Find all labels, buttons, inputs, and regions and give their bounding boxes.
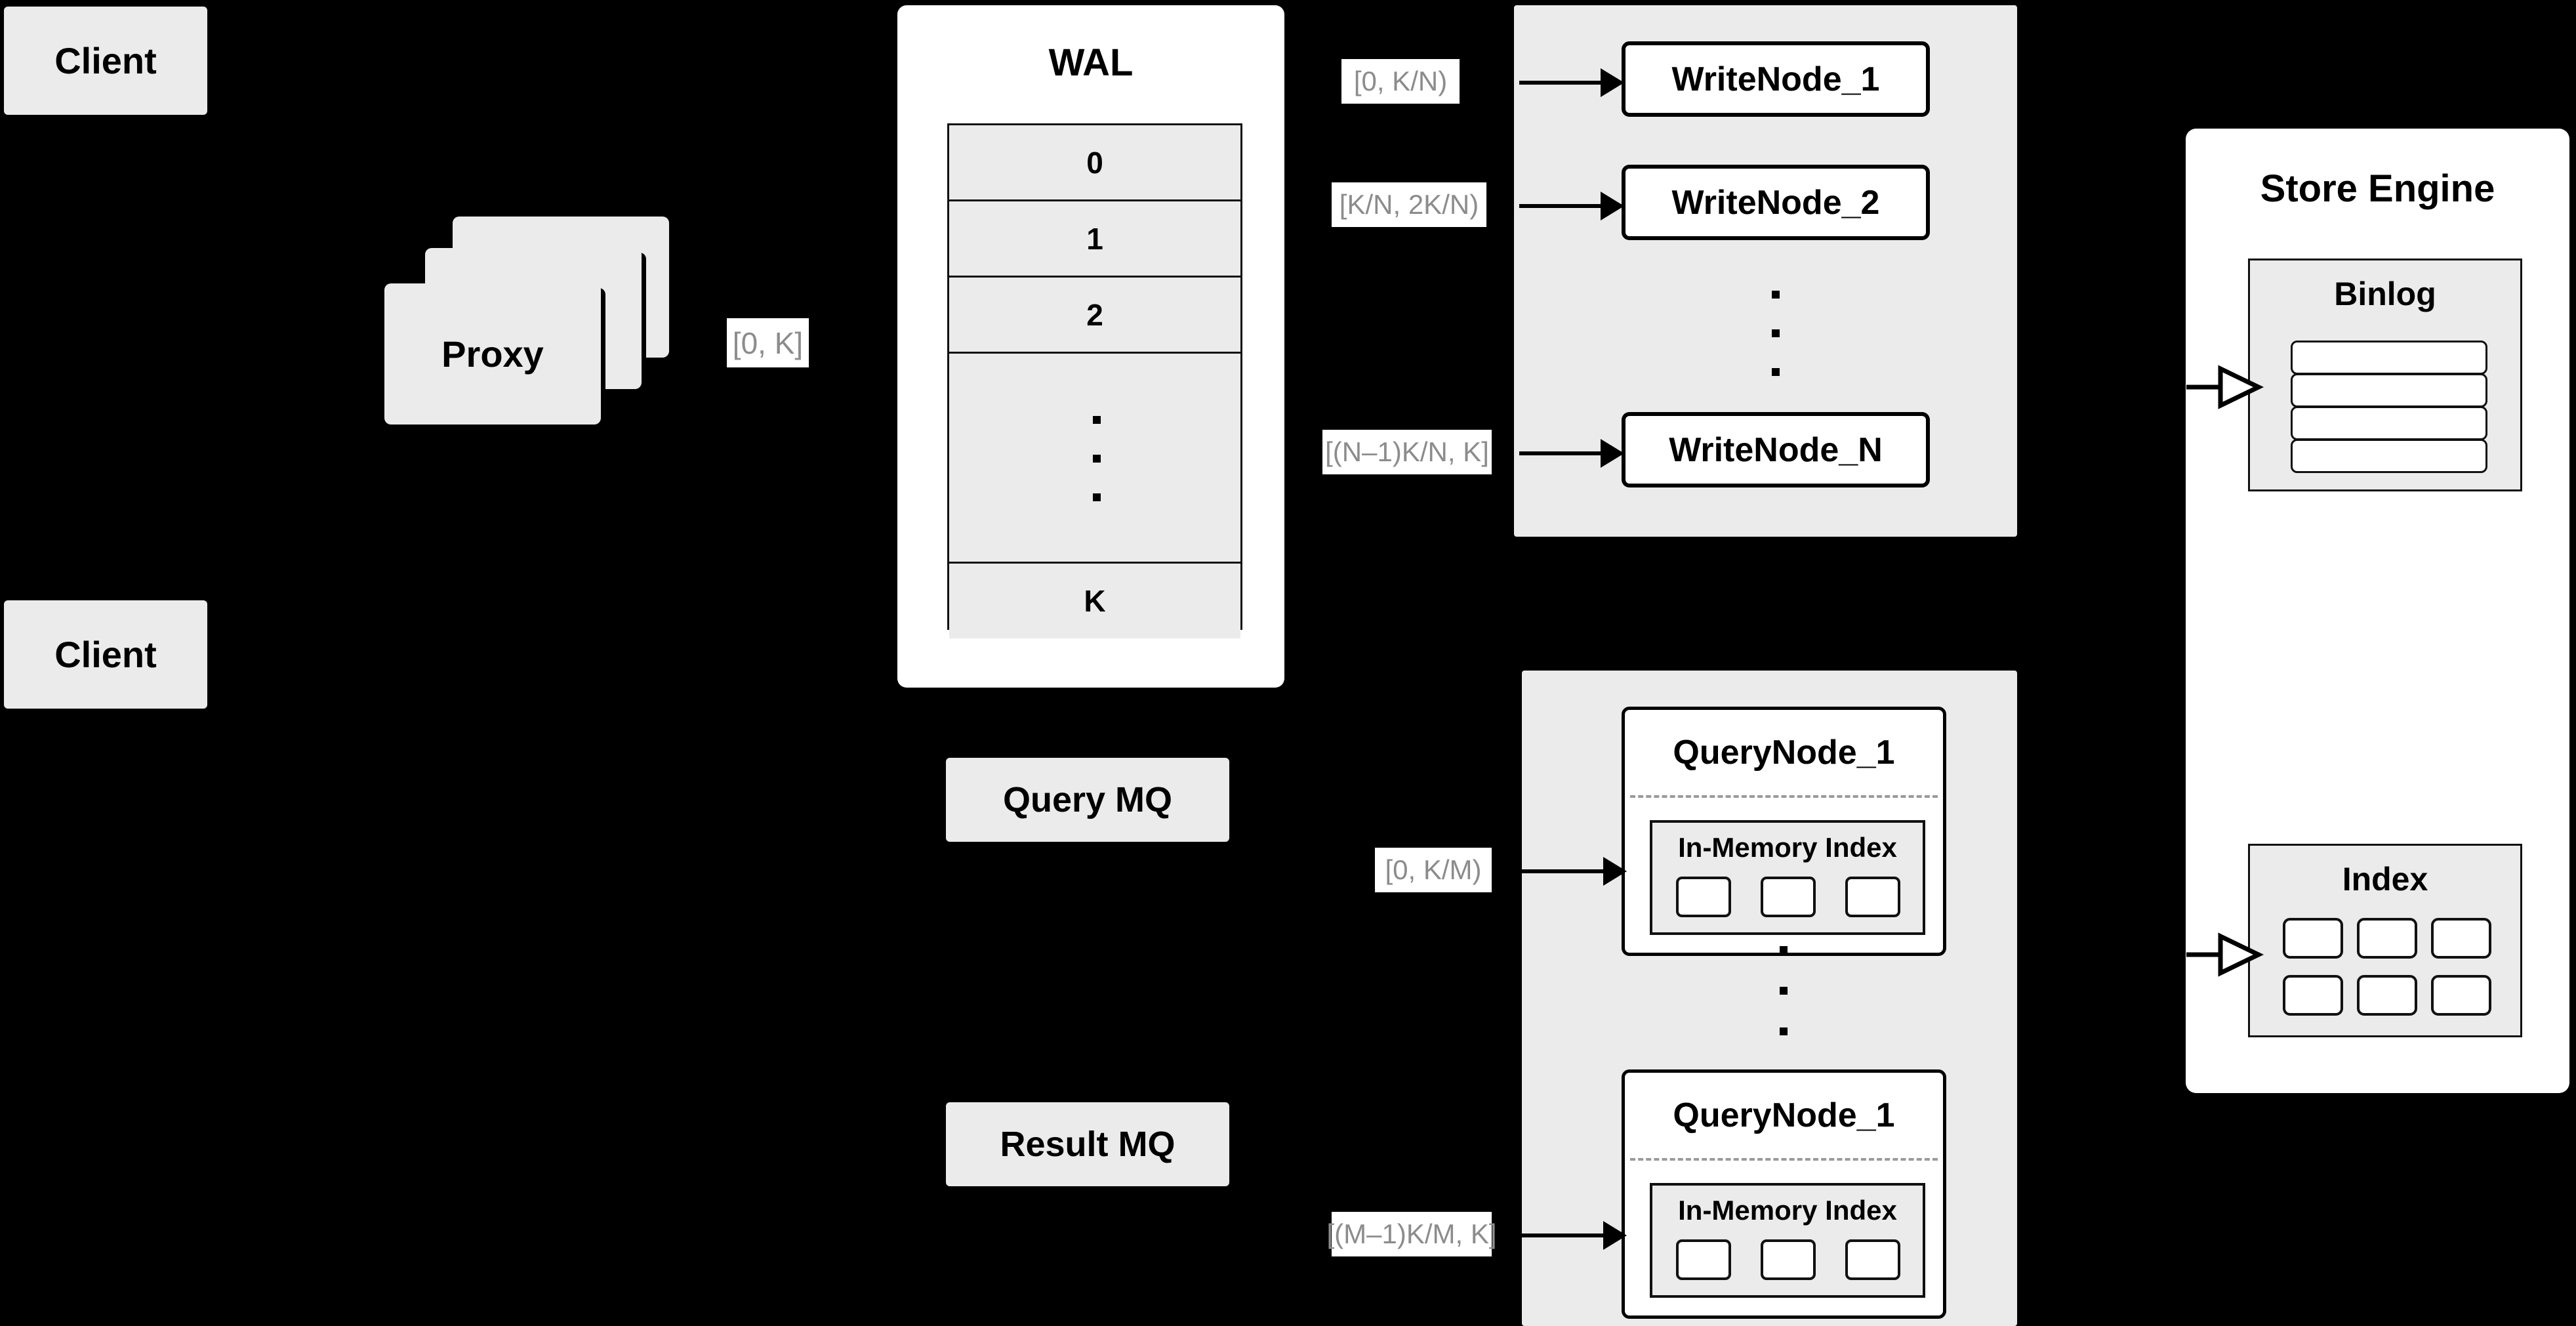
write-cluster-vertical-dots-icon [1772,291,1780,376]
binlog-row[interactable] [2291,406,2487,440]
binlog-panel: Binlog [2248,259,2522,491]
arrow-line-wal-to-wn1 [1519,81,1608,85]
query-cluster-vertical-dots-icon [1780,946,1788,1035]
edge-label-proxy-to-wal: [0, K] [727,318,809,367]
binlog-row[interactable] [2291,341,2487,375]
wal-cell-0-label: 0 [1086,145,1103,180]
query-node-2-separator [1630,1158,1938,1161]
query-node-2[interactable]: QueryNode_1 In-Memory Index [1622,1069,1946,1319]
write-node-2-label: WriteNode_2 [1671,183,1880,222]
wal-cell-k-label: K [1084,584,1106,618]
query-node-1-inmemory-index: In-Memory Index [1650,820,1925,935]
index-chip[interactable] [2283,975,2343,1016]
write-node-n[interactable]: WriteNode_N [1622,412,1930,487]
arrow-line-wal-to-wn2 [1519,204,1608,208]
binlog-title: Binlog [2334,276,2436,312]
client-box-2[interactable]: Client [4,600,207,709]
binlog-row[interactable] [2291,373,2487,407]
wal-cell-1-label: 1 [1086,221,1103,256]
index-chip[interactable] [2431,975,2491,1016]
wal-cell-2-label: 2 [1086,297,1103,332]
client-label-2: Client [54,634,157,675]
wal-cell-1[interactable]: 1 [949,201,1240,278]
wal-cell-stack: 0 1 2 K [947,123,1242,638]
result-mq-label: Result MQ [1000,1125,1176,1164]
index-chip[interactable] [2357,918,2417,959]
arrow-head-hollow-to-index [2186,928,2265,981]
edge-label-mq-to-qnm: [(M–1)K/M, K] [1326,1212,1497,1256]
index-chip[interactable] [1761,877,1816,917]
client-label-1: Client [54,40,157,81]
wal-container: WAL 0 1 2 K [897,5,1284,688]
store-engine-title: Store Engine [2260,167,2495,210]
query-node-1-separator [1630,795,1938,798]
proxy-label: Proxy [441,333,544,375]
binlog-row[interactable] [2291,439,2487,473]
wal-vertical-dots-icon [1093,416,1101,501]
proxy-box[interactable]: Proxy [384,283,601,425]
query-node-1[interactable]: QueryNode_1 In-Memory Index [1622,707,1946,956]
index-chip[interactable] [2431,918,2491,959]
wal-cell-k[interactable]: K [949,564,1240,638]
write-node-1-label: WriteNode_1 [1671,60,1880,98]
index-chip[interactable] [1676,877,1731,917]
query-node-2-inmemory-index: In-Memory Index [1650,1183,1925,1298]
query-node-1-label: QueryNode_1 [1673,734,1895,772]
arrow-line-wal-to-wnn [1519,451,1608,455]
arrow-line-mq-to-qn1 [1522,869,1610,873]
arrow-head-hollow-to-binlog [2186,361,2265,413]
write-node-2[interactable]: WriteNode_2 [1622,165,1930,240]
wal-title: WAL [1048,41,1134,84]
query-node-cluster: QueryNode_1 In-Memory Index QueryNode_1 … [1522,671,2017,1326]
index-chip[interactable] [2357,975,2417,1016]
write-node-n-label: WriteNode_N [1669,430,1883,469]
query-node-2-inner-title: In-Memory Index [1678,1195,1897,1226]
edge-label-wal-to-wn2: [K/N, 2K/N) [1332,182,1486,227]
arrow-line-mq-to-qnm [1522,1233,1610,1237]
query-mq-label: Query MQ [1002,780,1173,819]
edge-label-mq-to-qn1: [0, K/M) [1375,848,1492,892]
wal-cell-ellipsis [949,354,1240,564]
index-panel: Index [2248,844,2522,1037]
arrow-head-wal-to-wn2 [1601,192,1624,220]
edge-label-wal-to-wn1: [0, K/N) [1341,59,1460,104]
index-chip[interactable] [1845,877,1900,917]
wal-cell-0[interactable]: 0 [949,125,1240,201]
query-node-2-label: QueryNode_1 [1673,1096,1895,1134]
index-chip[interactable] [1676,1239,1731,1280]
result-mq-box[interactable]: Result MQ [946,1102,1229,1186]
wal-cell-2[interactable]: 2 [949,278,1240,354]
arrow-head-wal-to-wn1 [1601,68,1624,97]
write-node-1[interactable]: WriteNode_1 [1622,41,1930,117]
client-box-1[interactable]: Client [4,7,207,115]
index-chip[interactable] [2283,918,2343,959]
index-chip[interactable] [1761,1239,1816,1280]
query-node-1-inner-title: In-Memory Index [1678,832,1897,863]
arrow-head-wal-to-wnn [1601,439,1624,468]
index-chip[interactable] [1845,1239,1900,1280]
arrow-head-mq-to-qnm [1603,1221,1627,1250]
arrow-head-mq-to-qn1 [1603,857,1627,886]
edge-label-wal-to-wnn: [(N–1)K/N, K] [1322,430,1492,474]
write-node-cluster: WriteNode_1 WriteNode_2 WriteNode_N [1514,5,2017,537]
index-title: Index [2342,861,2428,898]
query-mq-box[interactable]: Query MQ [946,758,1229,842]
store-engine-panel: Store Engine Binlog Index [2186,129,2569,1093]
